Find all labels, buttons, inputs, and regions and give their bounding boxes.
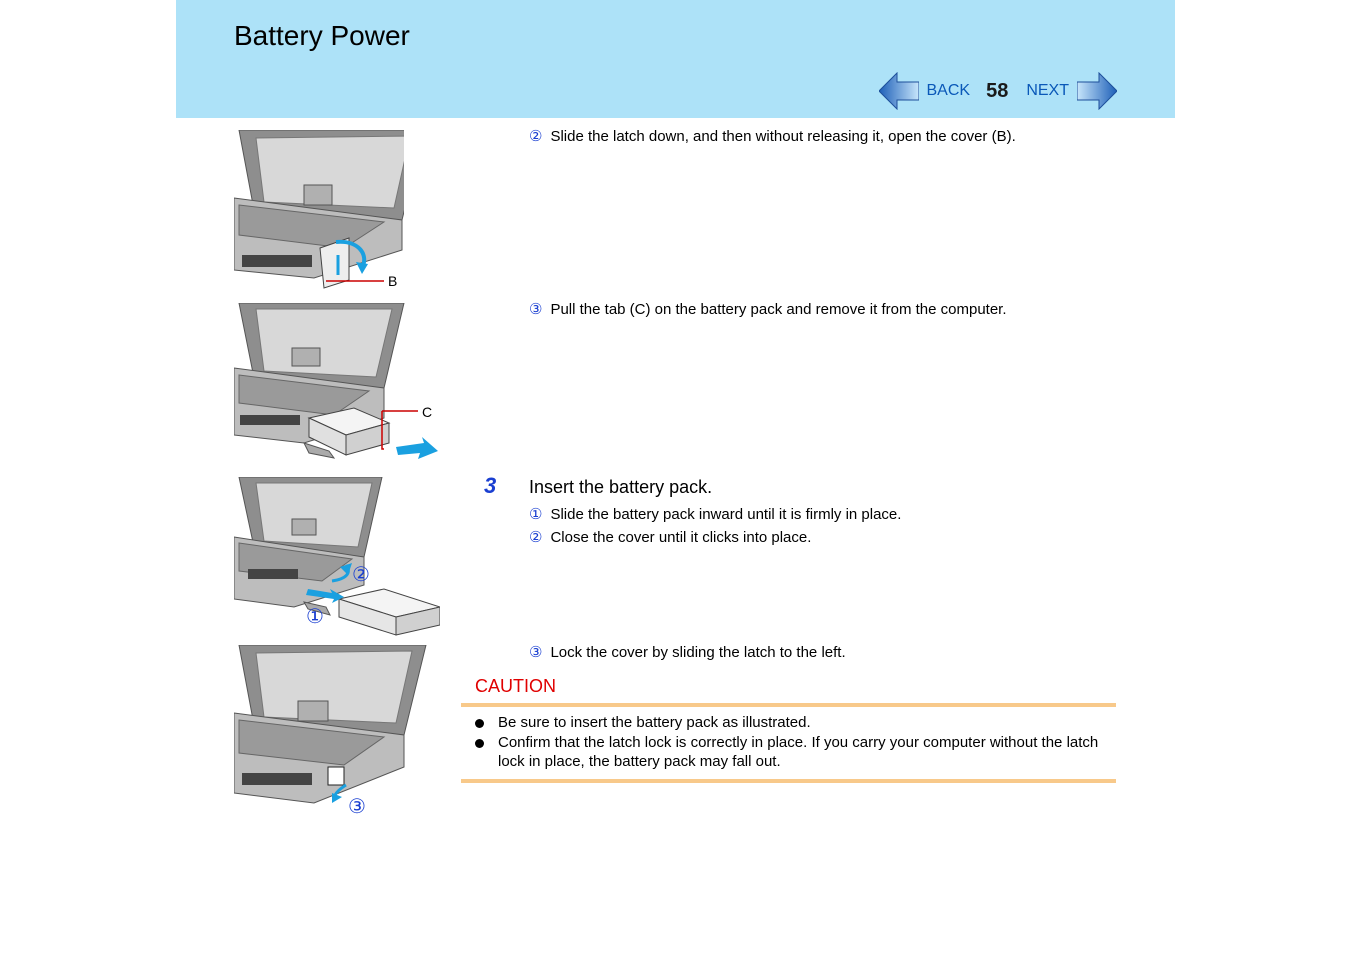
step-text: Close the cover until it clicks into pla… [550, 529, 812, 546]
step-marker: ② [529, 529, 543, 546]
step-text: Slide the latch down, and then without r… [550, 128, 1016, 145]
figure-remove-battery: C [234, 303, 438, 459]
step-text: Slide the battery pack inward until it i… [550, 506, 902, 523]
figure-open-cover: B [234, 130, 404, 289]
caution-top-rule [461, 703, 1116, 707]
step-marker: ② [529, 128, 543, 145]
caution-title: CAUTION [475, 676, 556, 696]
step-marker: ③ [529, 301, 543, 318]
figure-insert-battery: ② ① [234, 477, 440, 636]
page-number: 58 [986, 79, 1009, 102]
step-text: Pull the tab (C) on the battery pack and… [550, 301, 1007, 318]
figure-label-c: C [422, 404, 432, 420]
step-text: Lock the cover by sliding the latch to t… [550, 644, 846, 661]
back-button[interactable]: BACK [878, 72, 971, 110]
back-arrow-icon [878, 72, 919, 110]
next-arrow-icon [1077, 72, 1117, 110]
next-button[interactable]: NEXT [1026, 72, 1117, 110]
figure-label-3: ③ [348, 794, 366, 817]
caution-list: Be sure to insert the battery pack as il… [475, 713, 1115, 772]
caution-item: Be sure to insert the battery pack as il… [475, 713, 1115, 733]
caution-bottom-rule [461, 779, 1116, 783]
step-marker: ① [529, 506, 543, 523]
page-navigation: BACK 58 NEXT [878, 72, 1117, 110]
step-marker: ③ [529, 644, 543, 661]
step-3-remove-battery: ③ Pull the tab (C) on the battery pack an… [529, 300, 1007, 320]
figure-label-2: ② [352, 562, 370, 586]
substep-3: ③ Lock the cover by sliding the latch to … [529, 643, 846, 663]
step-title: Insert the battery pack. [529, 477, 713, 497]
figure-label-1: ① [306, 604, 324, 628]
next-label: NEXT [1026, 82, 1069, 99]
bullet-icon [475, 738, 484, 748]
substep-1: ① Slide the battery pack inward until it … [529, 505, 901, 525]
page-title: Battery Power [234, 20, 410, 51]
step-2-open-cover: ② Slide the latch down, and then without … [529, 127, 1016, 147]
back-label: BACK [926, 82, 971, 99]
figure-label-b: B [388, 273, 397, 289]
substep-2: ② Close the cover until it clicks into pl… [529, 528, 811, 548]
figure-lock-cover: ③ [234, 645, 427, 817]
caution-item: Confirm that the latch lock is correctly… [475, 733, 1115, 772]
step-number: 3 [484, 473, 497, 498]
page-header: Battery Power BACK 58 NEXT [176, 0, 1175, 118]
bullet-icon [475, 719, 484, 728]
